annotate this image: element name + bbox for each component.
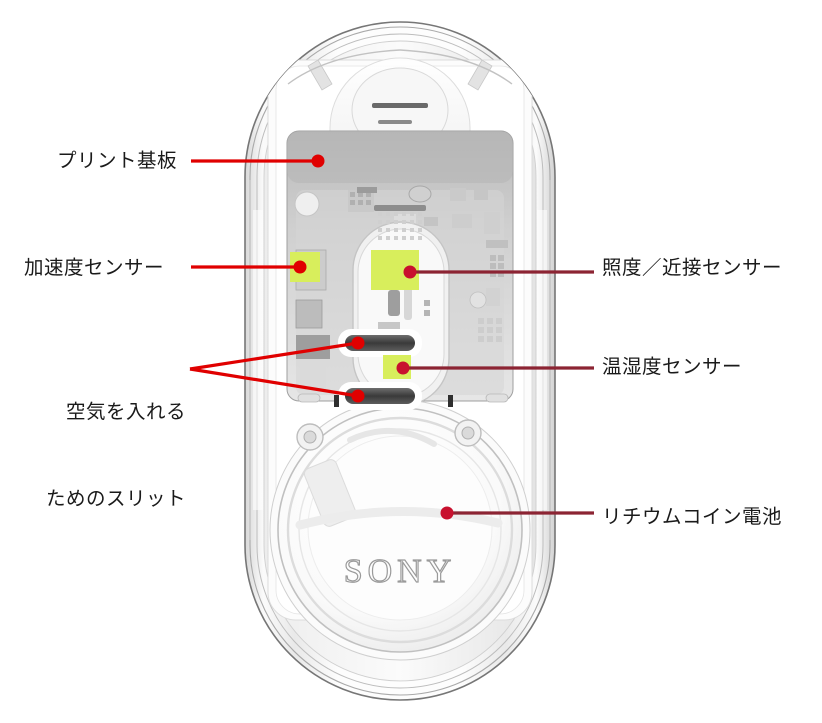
callout-label-air-slits-line2: ためのスリット <box>46 487 187 510</box>
callout-label-accelerometer: 加速度センサー <box>24 256 165 279</box>
callout-label-printed-circuit-board: プリント基板 <box>57 149 178 172</box>
callout-label-air-slits: 空気を入れる ためのスリット <box>46 339 186 571</box>
callout-label-illuminance-proximity-sensor: 照度／近接センサー <box>602 256 783 279</box>
lithium-coin-battery: SONY <box>269 399 531 661</box>
highlight-illuminance <box>371 250 419 290</box>
callout-label-temperature-humidity-sensor: 温湿度センサー <box>602 355 743 378</box>
air-slits <box>297 329 509 410</box>
highlight-temp-humidity <box>383 355 411 379</box>
sony-logo: SONY <box>344 553 457 590</box>
callout-label-air-slits-line1: 空気を入れる <box>66 400 187 423</box>
callout-label-lithium-coin-battery: リチウムコイン電池 <box>602 505 783 528</box>
highlight-accelerometer <box>290 252 320 282</box>
